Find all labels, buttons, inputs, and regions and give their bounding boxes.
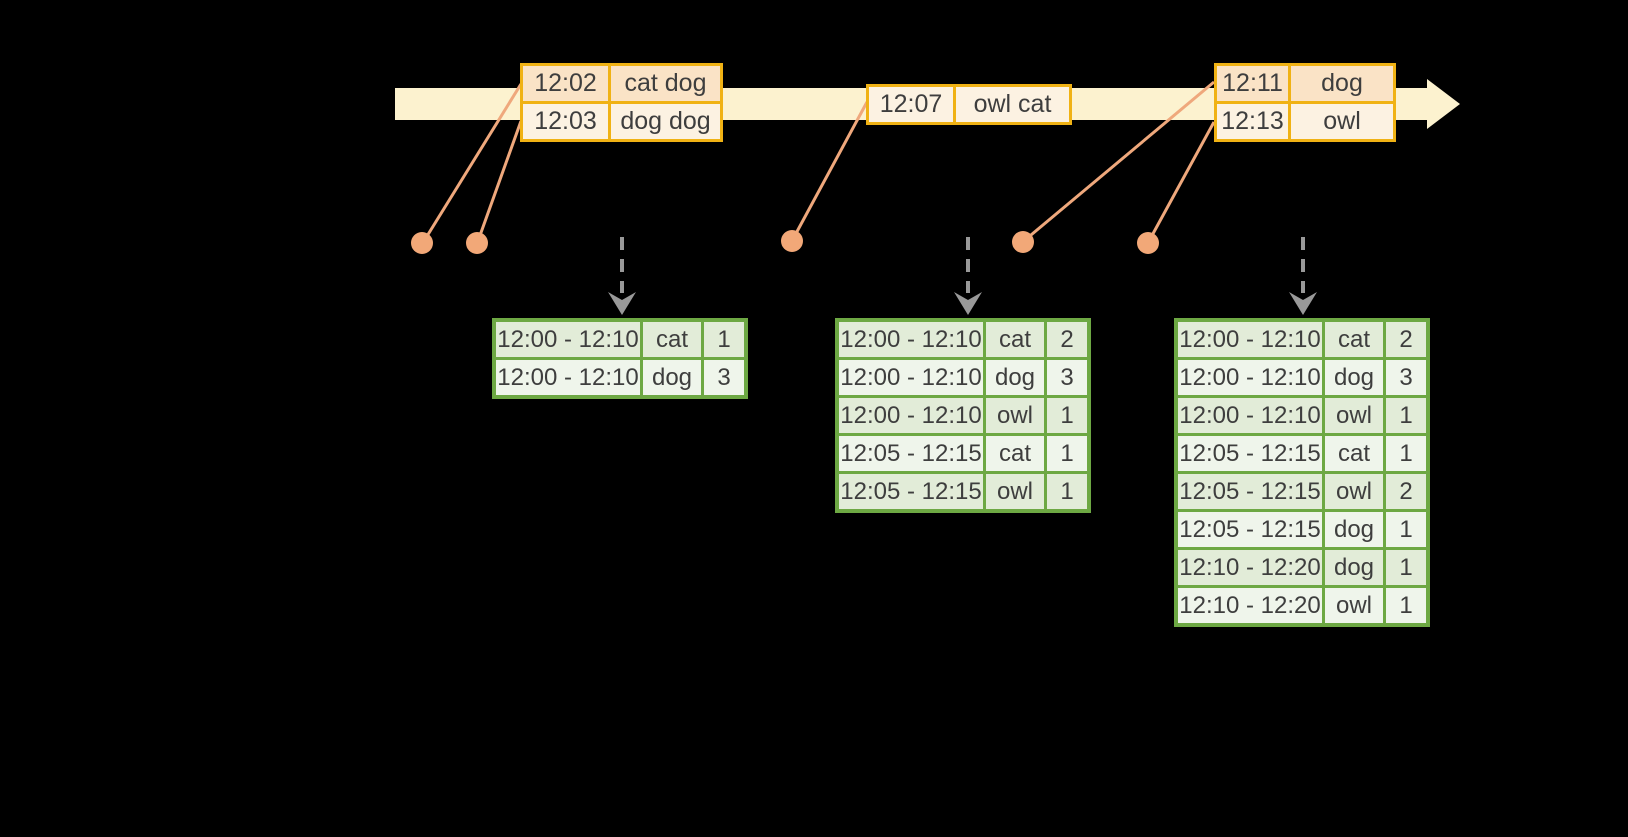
count-cell: 1: [1047, 474, 1087, 509]
count-cell: 1: [1386, 550, 1426, 585]
arrowhead-icon: [1289, 292, 1317, 315]
window-cell: 12:10 - 12:20: [1178, 588, 1322, 623]
connector-line: [1147, 121, 1216, 242]
window-cell: 12:00 - 12:10: [1178, 322, 1322, 357]
word-cell: owl: [1325, 588, 1383, 623]
connector-line: [422, 83, 523, 242]
arrowhead-icon: [608, 292, 636, 315]
window-cell: 12:05 - 12:15: [1178, 512, 1322, 547]
event-dots: [411, 230, 1159, 254]
window-cell: 12:10 - 12:20: [1178, 550, 1322, 585]
count-cell: 1: [1047, 398, 1087, 433]
count-cell: 3: [704, 360, 744, 395]
count-cell: 1: [1386, 436, 1426, 471]
count-cell: 3: [1386, 360, 1426, 395]
event-words-cell: cat dog: [611, 66, 720, 101]
event-words-cell: owl: [1291, 104, 1393, 139]
count-cell: 1: [1047, 436, 1087, 471]
event-time-cell: 12:02: [523, 66, 608, 101]
window-cell: 12:00 - 12:10: [1178, 398, 1322, 433]
word-cell: cat: [1325, 322, 1383, 357]
connector-line: [476, 120, 523, 242]
count-cell: 1: [1386, 398, 1426, 433]
event-time-cell: 12:03: [523, 104, 608, 139]
window-cell: 12:00 - 12:10: [496, 322, 640, 357]
count-cell: 2: [1386, 474, 1426, 509]
event-words-cell: owl cat: [956, 87, 1069, 122]
connector-line: [1024, 80, 1215, 242]
count-cell: 1: [704, 322, 744, 357]
event-time-cell: 12:11: [1217, 66, 1288, 101]
count-cell: 2: [1047, 322, 1087, 357]
event-time-cell: 12:13: [1217, 104, 1288, 139]
event-words-cell: dog dog: [611, 104, 720, 139]
word-cell: cat: [986, 322, 1044, 357]
window-cell: 12:05 - 12:15: [1178, 436, 1322, 471]
count-cell: 3: [1047, 360, 1087, 395]
event-dot: [781, 230, 803, 252]
window-cell: 12:05 - 12:15: [839, 436, 983, 471]
word-cell: cat: [1325, 436, 1383, 471]
window-cell: 12:00 - 12:10: [839, 360, 983, 395]
word-cell: dog: [1325, 550, 1383, 585]
word-cell: dog: [986, 360, 1044, 395]
word-cell: owl: [986, 398, 1044, 433]
window-cell: 12:05 - 12:15: [1178, 474, 1322, 509]
window-cell: 12:00 - 12:10: [496, 360, 640, 395]
arrowhead-icon: [954, 292, 982, 315]
word-cell: cat: [643, 322, 701, 357]
event-dot: [1012, 231, 1034, 253]
word-cell: owl: [986, 474, 1044, 509]
count-cell: 2: [1386, 322, 1426, 357]
word-cell: dog: [1325, 360, 1383, 395]
event-connector-lines: [422, 80, 1216, 242]
event-dot: [411, 232, 433, 254]
word-cell: owl: [1325, 398, 1383, 433]
count-cell: 1: [1386, 512, 1426, 547]
window-cell: 12:05 - 12:15: [839, 474, 983, 509]
word-cell: dog: [643, 360, 701, 395]
trigger-arrows: [608, 237, 1317, 315]
event-dot: [1137, 232, 1159, 254]
window-cell: 12:00 - 12:10: [839, 398, 983, 433]
word-cell: cat: [986, 436, 1044, 471]
event-words-cell: dog: [1291, 66, 1393, 101]
connector-line: [791, 101, 869, 240]
word-cell: dog: [1325, 512, 1383, 547]
word-cell: owl: [1325, 474, 1383, 509]
event-dot: [466, 232, 488, 254]
window-cell: 12:00 - 12:10: [839, 322, 983, 357]
window-cell: 12:00 - 12:10: [1178, 360, 1322, 395]
event-time-cell: 12:07: [869, 87, 953, 122]
count-cell: 1: [1386, 588, 1426, 623]
